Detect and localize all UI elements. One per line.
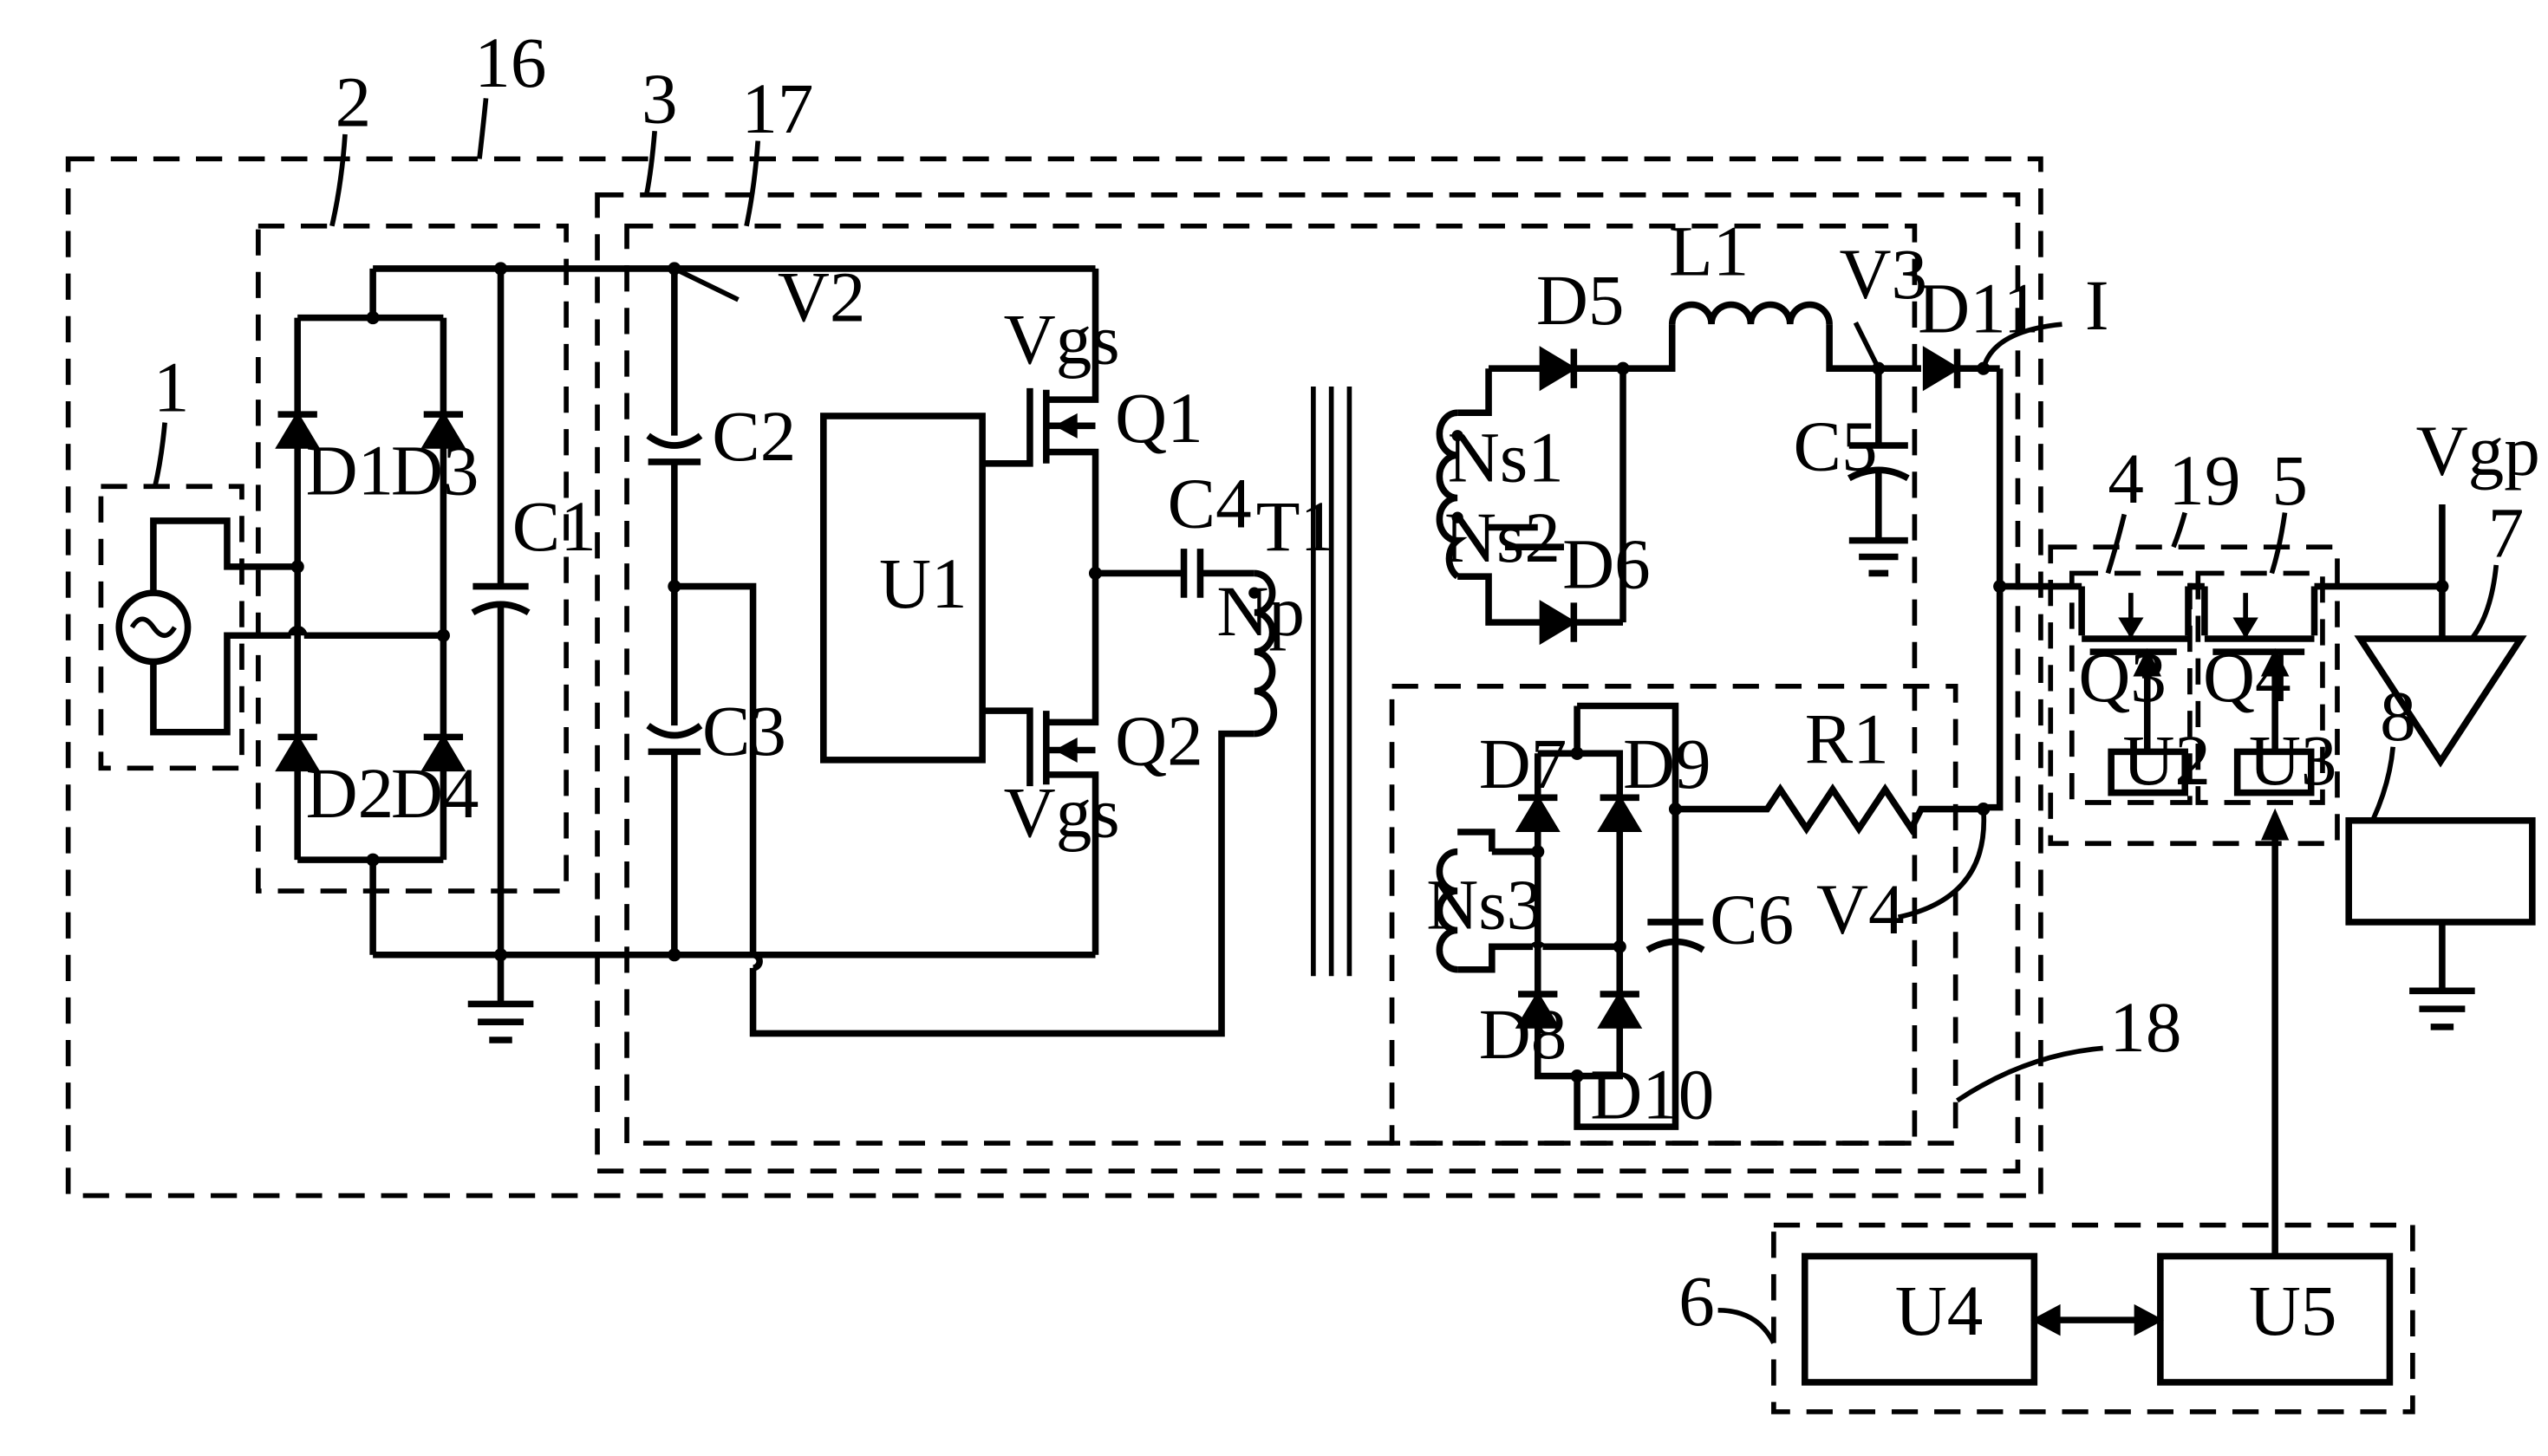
block-3-outline: [597, 195, 2017, 1171]
label-u3: U3: [2249, 720, 2337, 800]
label-u1: U1: [879, 543, 968, 623]
label-i: I: [2085, 265, 2109, 345]
label-c5: C5: [1794, 406, 1878, 485]
label-q2: Q2: [1115, 701, 1203, 781]
label-v3: V3: [1839, 234, 1927, 314]
ref-5: 5: [2271, 440, 2308, 520]
label-d7: D7: [1479, 724, 1567, 803]
ref-8: 8: [2380, 676, 2416, 756]
label-ns1: Ns1: [1448, 418, 1564, 497]
label-q1: Q1: [1115, 378, 1203, 458]
label-vgs-top: Vgs: [1004, 300, 1120, 380]
label-c4: C4: [1168, 464, 1252, 543]
ref-7: 7: [2488, 493, 2525, 573]
label-u4: U4: [1895, 1271, 1984, 1350]
label-d2: D2: [306, 753, 394, 833]
label-d5: D5: [1536, 260, 1625, 340]
label-q3: Q3: [2078, 637, 2167, 717]
ref-19: 19: [2168, 440, 2240, 520]
label-u5: U5: [2249, 1271, 2337, 1350]
label-np: Np: [1216, 571, 1305, 651]
label-q4: Q4: [2203, 637, 2291, 717]
ref-18: 18: [2109, 987, 2181, 1067]
ref-16: 16: [474, 23, 546, 102]
transformer-t1: [1248, 387, 1349, 976]
label-d10: D10: [1590, 1055, 1714, 1134]
ac-source: [119, 521, 297, 732]
label-c2: C2: [712, 396, 796, 476]
ref-6: 6: [1678, 1261, 1715, 1341]
label-c1: C1: [512, 486, 596, 566]
label-d11: D11: [1918, 269, 2039, 348]
label-d9: D9: [1623, 724, 1711, 803]
label-vgs-bottom: Vgs: [1004, 773, 1120, 853]
label-d6: D6: [1562, 523, 1651, 603]
label-d1: D1: [306, 431, 394, 510]
label-v2: V2: [778, 257, 866, 336]
label-d8: D8: [1479, 994, 1567, 1074]
label-d3: D3: [391, 431, 479, 510]
ref-2: 2: [336, 62, 372, 142]
label-u2: U2: [2122, 720, 2211, 800]
label-l1: L1: [1669, 211, 1749, 290]
label-c3: C3: [702, 691, 786, 770]
label-c6: C6: [1710, 880, 1794, 959]
ref-3: 3: [642, 59, 678, 139]
bridge-rectifier: [278, 262, 534, 1040]
label-t1: T1: [1256, 486, 1336, 566]
label-ns2: Ns2: [1444, 497, 1561, 577]
label-ns3: Ns3: [1426, 864, 1542, 944]
label-r1: R1: [1805, 699, 1889, 779]
label-d4: D4: [391, 753, 479, 833]
label-v4: V4: [1816, 869, 1905, 949]
ref-1: 1: [153, 347, 190, 426]
label-vgp: Vgp: [2416, 411, 2540, 491]
ref-17: 17: [741, 68, 813, 148]
ref-4: 4: [2108, 439, 2144, 518]
labels: 16 2 3 17 1 4 19 5 7 8 18 6 D1 D3 D2 D4 …: [153, 23, 2540, 1350]
